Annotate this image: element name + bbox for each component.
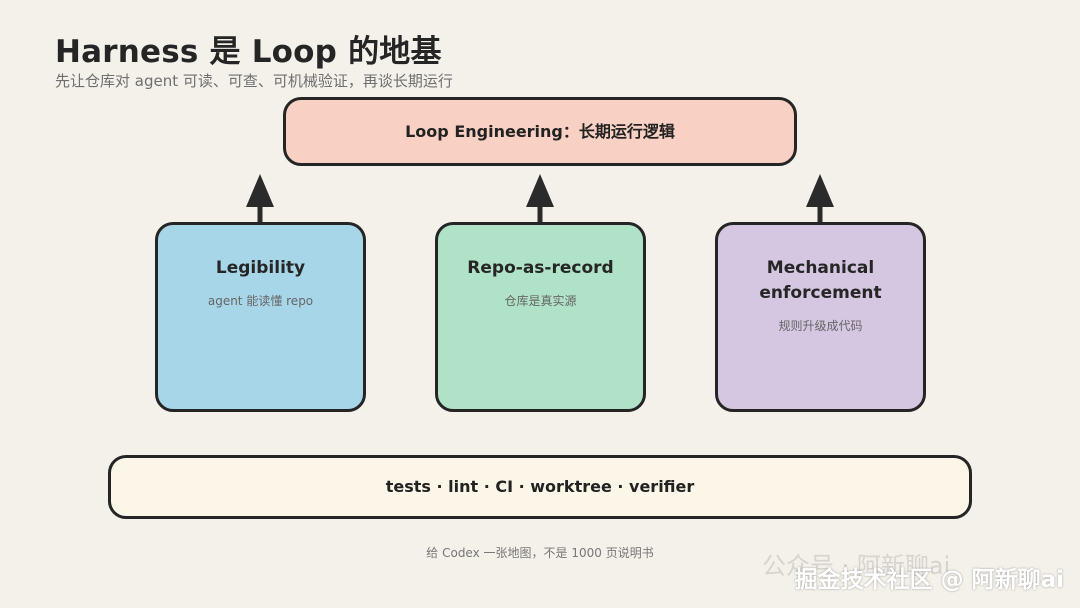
pillar-mechanical-enforcement: Mechanical enforcement 规则升级成代码: [715, 222, 926, 412]
pillar-repo-as-record: Repo-as-record 仓库是真实源: [435, 222, 646, 412]
loop-engineering-label: Loop Engineering：长期运行逻辑: [405, 122, 675, 141]
foundation-box: tests · lint · CI · worktree · verifier: [108, 455, 972, 519]
pillar-desc: agent 能读懂 repo: [207, 294, 314, 308]
pillar-title: Mechanical enforcement: [759, 258, 882, 303]
loop-engineering-box: Loop Engineering：长期运行逻辑: [283, 97, 797, 166]
arrow-up-icon: [806, 174, 834, 223]
pillar-title: Repo-as-record: [467, 258, 614, 278]
arrow-up-icon: [246, 174, 274, 223]
footer-caption: 给 Codex 一张地图，不是 1000 页说明书: [426, 546, 654, 560]
pillar-title: Legibility: [215, 258, 306, 278]
page-title: Harness 是 Loop 的地基: [55, 34, 442, 70]
pillar-desc: 规则升级成代码: [778, 319, 863, 333]
arrow-up-icon: [526, 174, 554, 223]
page-subtitle: 先让仓库对 agent 可读、可查、可机械验证，再谈长期运行: [55, 72, 453, 90]
watermark-faint: 公众号 · 阿新聊ai: [762, 552, 951, 580]
pillar-desc: 仓库是真实源: [504, 294, 577, 308]
pillar-legibility: Legibility agent 能读懂 repo: [155, 222, 366, 412]
foundation-label: tests · lint · CI · worktree · verifier: [385, 477, 695, 496]
watermark: 掘金技术社区 @ 阿新聊ai: [794, 567, 1064, 593]
